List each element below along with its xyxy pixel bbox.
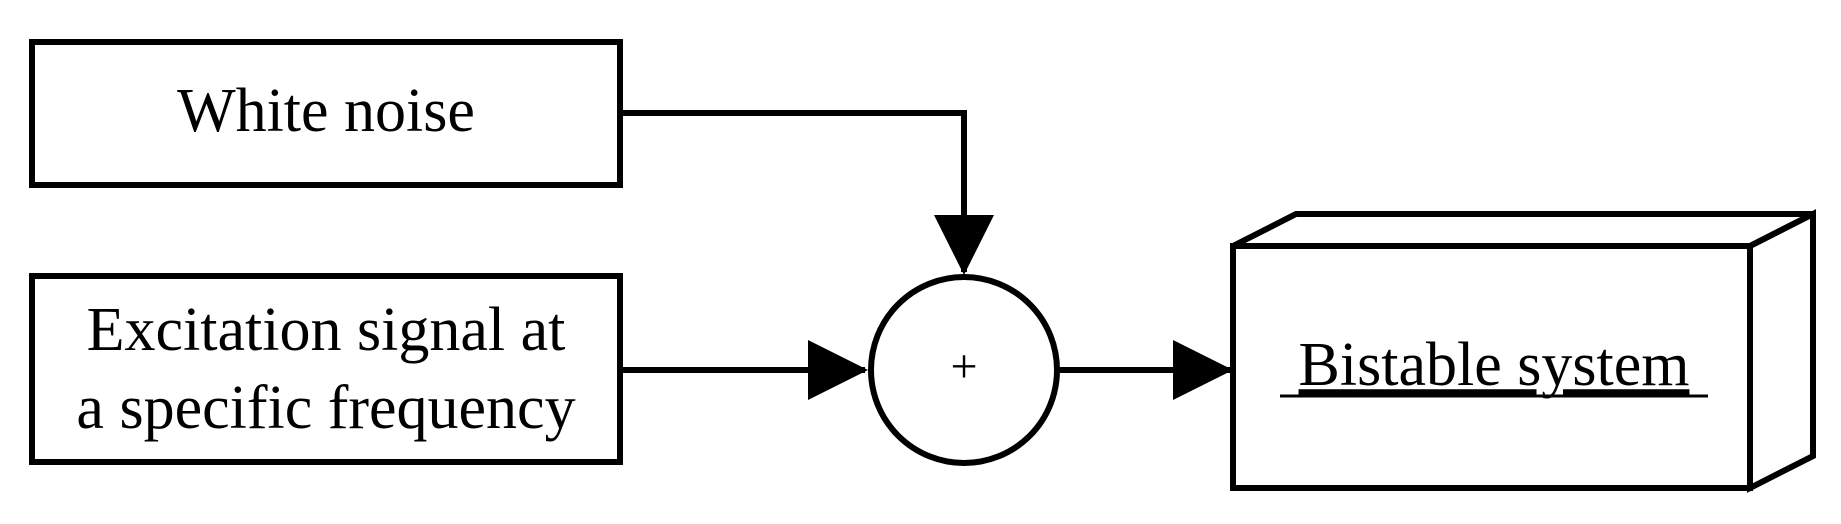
summing-junction: + xyxy=(868,274,1060,466)
bistable-side-face xyxy=(1747,209,1816,493)
plus-symbol: + xyxy=(950,340,977,393)
excitation-signal-label-line-1: Excitation signal at xyxy=(87,296,566,364)
excitation-signal-label-line-2: a specific frequency xyxy=(76,374,575,442)
bistable-top-face xyxy=(1231,211,1815,249)
white-noise-label: White noise xyxy=(177,77,475,145)
bistable-system-block: Bistable system xyxy=(1230,209,1816,493)
white-noise-to-sum-arrow xyxy=(620,110,994,275)
white-noise-block: White noise xyxy=(29,39,623,188)
bistable-system-label: Bistable system xyxy=(1299,331,1690,399)
excitation-signal-block: Excitation signal at a specific frequenc… xyxy=(29,273,623,465)
